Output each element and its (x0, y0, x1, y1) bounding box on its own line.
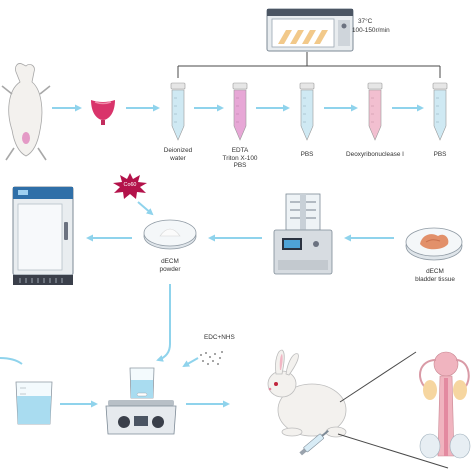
freeze-dryer-icon (273, 193, 333, 275)
rabbit-source-icon (1, 63, 51, 161)
co60-label: Co60 (123, 182, 137, 188)
edc-nhs-label: EDC+NHS (204, 334, 235, 341)
bladder-organ-icon (91, 100, 115, 125)
tube-pbs-2 (432, 82, 448, 141)
step-label-deoxyribonuclease: Deoxyribonuclease I (346, 151, 404, 158)
step-label-deionized-water: Deionized water (163, 147, 193, 162)
decm-bladder-tissue-label: dECM bladder tissue (415, 268, 455, 283)
petri-dish-powder-icon (143, 219, 197, 250)
tube-pbs-1 (299, 82, 315, 141)
incubator-speed-label: 100-150r/min (352, 27, 390, 34)
incubator-shaker-icon (266, 8, 354, 52)
syringe-icon (299, 429, 329, 456)
rabbit-recipient-icon (267, 349, 347, 438)
step-label-edta-triton-pbs: EDTA Triton X-100 PBS (222, 147, 258, 170)
edc-nhs-particles-icon (200, 351, 223, 365)
decm-powder-label: dECM powder (159, 258, 181, 273)
magnetic-stirrer-icon (105, 367, 177, 435)
beaker-solution-icon (15, 381, 53, 425)
urogenital-organ-icon (419, 351, 471, 459)
petri-dish-tissue-icon (405, 227, 463, 261)
step-label-pbs-1: PBS (300, 151, 314, 158)
ultra-low-freezer-icon (12, 186, 74, 285)
tube-edta-triton (232, 82, 248, 141)
incubator-temperature-label: 37°C (358, 18, 373, 25)
step-label-pbs-2: PBS (433, 151, 447, 158)
co60-burst-icon (113, 173, 147, 199)
tube-deoxyribonuclease (367, 82, 383, 141)
tube-deionized-water (170, 82, 186, 141)
